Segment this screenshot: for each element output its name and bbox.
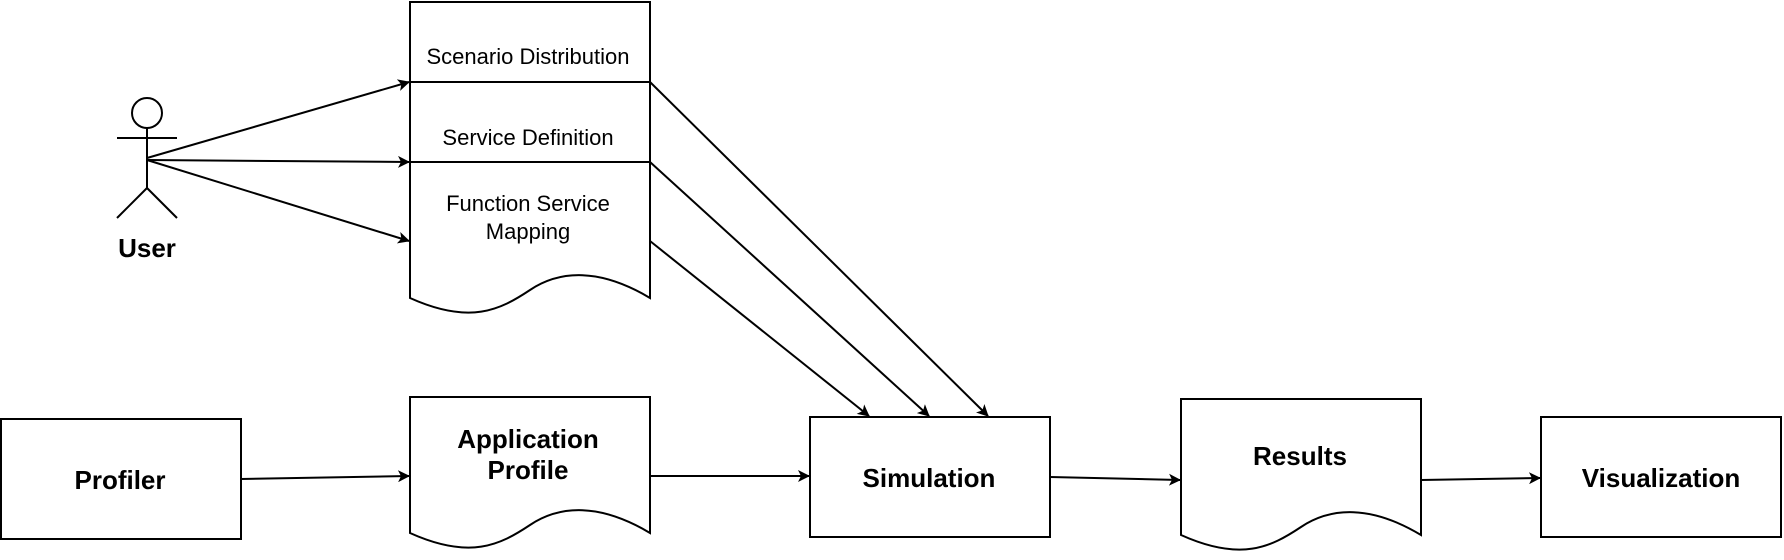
profiler-box: [0, 418, 242, 540]
application-profile-node: Application Profile: [409, 396, 651, 549]
scenario-distribution-box: [409, 1, 651, 83]
service-definition-label: Service Definition: [442, 125, 613, 150]
visualization-box: [1540, 416, 1782, 538]
simulation-node: Simulation: [809, 416, 1051, 538]
application-profile-label-line2: Profile: [488, 455, 569, 485]
simulation-label: Simulation: [863, 463, 996, 493]
visualization-node: Visualization: [1540, 416, 1782, 538]
arrow-profiler-to-application-profile: [240, 470, 410, 483]
application-profile-document: [409, 396, 651, 549]
arrow-user-to-function-service-mapping: [146, 159, 410, 244]
arrow-function-service-mapping-to-simulation: [649, 240, 870, 417]
visualization-label: Visualization: [1582, 463, 1740, 493]
service-definition-box: [409, 81, 651, 163]
arrow-simulation-to-results: [1049, 473, 1181, 486]
arrow-scenario-distribution-to-simulation: [649, 81, 989, 417]
input-document-stack: Scenario Distribution Service Definition…: [409, 1, 651, 314]
user-actor: User: [116, 97, 178, 263]
profiler-node: Profiler: [0, 418, 242, 540]
profiler-label: Profiler: [74, 465, 165, 495]
actor-head: [131, 97, 163, 129]
application-profile-label-line1: Application: [457, 424, 599, 454]
arrow-service-definition-to-simulation: [649, 161, 930, 417]
actor-right-leg: [146, 187, 178, 219]
results-node: Results: [1180, 398, 1422, 551]
arrow-results-to-visualization: [1420, 472, 1541, 485]
function-service-mapping-document: [409, 161, 651, 314]
simulation-box: [809, 416, 1051, 538]
actor-label: User: [118, 233, 176, 263]
results-label: Results: [1253, 441, 1347, 471]
arrow-user-to-service-definition: [146, 155, 410, 168]
scenario-distribution-label: Scenario Distribution: [427, 44, 630, 69]
actor-left-leg: [116, 187, 148, 219]
function-service-mapping-label-line2: Mapping: [486, 219, 570, 244]
connectors: [146, 79, 1541, 486]
function-service-mapping-label-line1: Function Service: [446, 191, 610, 216]
results-document: [1180, 398, 1422, 551]
arrow-user-to-scenario-distribution: [146, 79, 410, 159]
